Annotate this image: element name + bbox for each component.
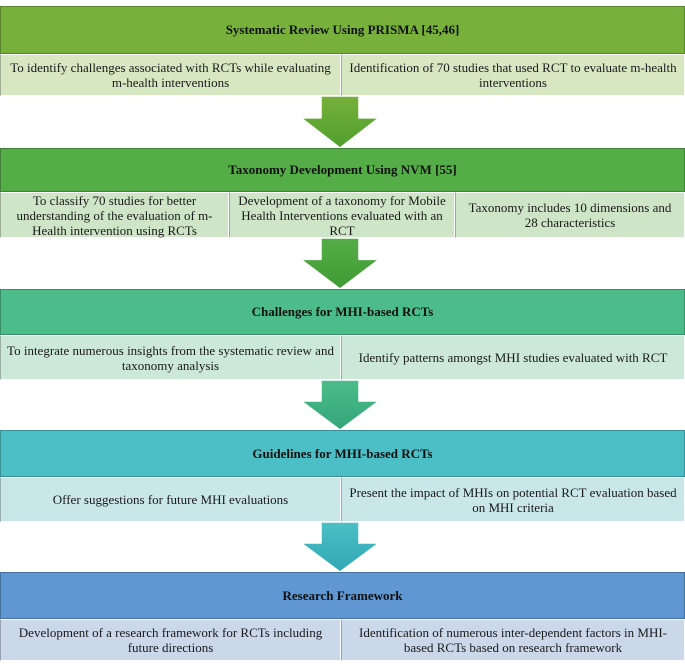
stage-5-title: Research Framework xyxy=(0,572,685,619)
stage-1-cell-2: Identification of 70 studies that used R… xyxy=(341,54,685,96)
stage-1-cell-1: To identify challenges associated with R… xyxy=(0,54,341,96)
down-arrow-icon xyxy=(301,522,379,572)
stage-1-title: Systematic Review Using PRISMA [45,46] xyxy=(0,6,685,54)
stage-2-cell-2: Development of a taxonomy for Mobile Hea… xyxy=(229,192,455,238)
stage-4-row: Offer suggestions for future MHI evaluat… xyxy=(0,477,685,522)
stage-1-row: To identify challenges associated with R… xyxy=(0,54,685,96)
stage-5-cell-2: Identification of numerous inter-depende… xyxy=(341,619,685,661)
stage-3-cell-1: To integrate numerous insights from the … xyxy=(0,335,341,380)
stage-5-row: Development of a research framework for … xyxy=(0,619,685,661)
stage-3-row: To integrate numerous insights from the … xyxy=(0,335,685,380)
stage-4-cell-2: Present the impact of MHIs on potential … xyxy=(341,477,685,522)
stage-4-title: Guidelines for MHI-based RCTs xyxy=(0,430,685,477)
stage-4-cell-1: Offer suggestions for future MHI evaluat… xyxy=(0,477,341,522)
stage-5-cell-1: Development of a research framework for … xyxy=(0,619,341,661)
down-arrow-icon xyxy=(301,380,379,430)
down-arrow-icon xyxy=(301,238,379,289)
stage-2-row: To classify 70 studies for better unders… xyxy=(0,192,685,238)
stage-3-cell-2: Identify patterns amongst MHI studies ev… xyxy=(341,335,685,380)
stage-2-cell-1: To classify 70 studies for better unders… xyxy=(0,192,229,238)
stage-2-title: Taxonomy Development Using NVM [55] xyxy=(0,148,685,192)
down-arrow-icon xyxy=(301,96,379,148)
stage-3-title: Challenges for MHI-based RCTs xyxy=(0,289,685,335)
stage-2-cell-3: Taxonomy includes 10 dimensions and 28 c… xyxy=(455,192,685,238)
